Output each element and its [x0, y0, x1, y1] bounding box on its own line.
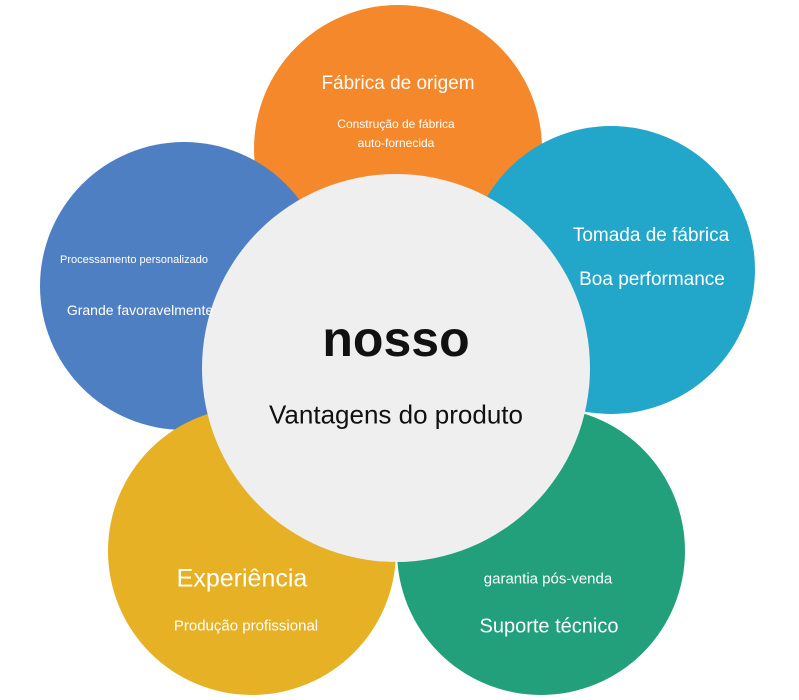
petal-bottom-left-title: Experiência: [176, 564, 308, 593]
petal-right-subtitle: Boa performance: [579, 269, 725, 290]
petal-bottom-left-subtitle: Produção profissional: [173, 617, 319, 635]
center-subtitle: Vantagens do produto: [269, 399, 523, 430]
petal-bottom-right-subtitle: Suporte técnico: [479, 615, 619, 638]
petal-left-subtitle: Grande favoravelmente: [66, 302, 214, 318]
petal-top-title: Fábrica de origem: [321, 73, 475, 94]
petal-bottom-right-title: garantia pós-venda: [483, 570, 613, 588]
center-circle: [202, 174, 590, 562]
petal-top-line1: Construção de fábrica: [337, 117, 455, 131]
center-title: nosso: [322, 311, 470, 367]
petal-left-title: Processamento personalizado: [60, 254, 208, 266]
petal-right-title: Tomada de fábrica: [572, 225, 730, 246]
petal-top-line2: auto-fornecida: [357, 136, 435, 150]
